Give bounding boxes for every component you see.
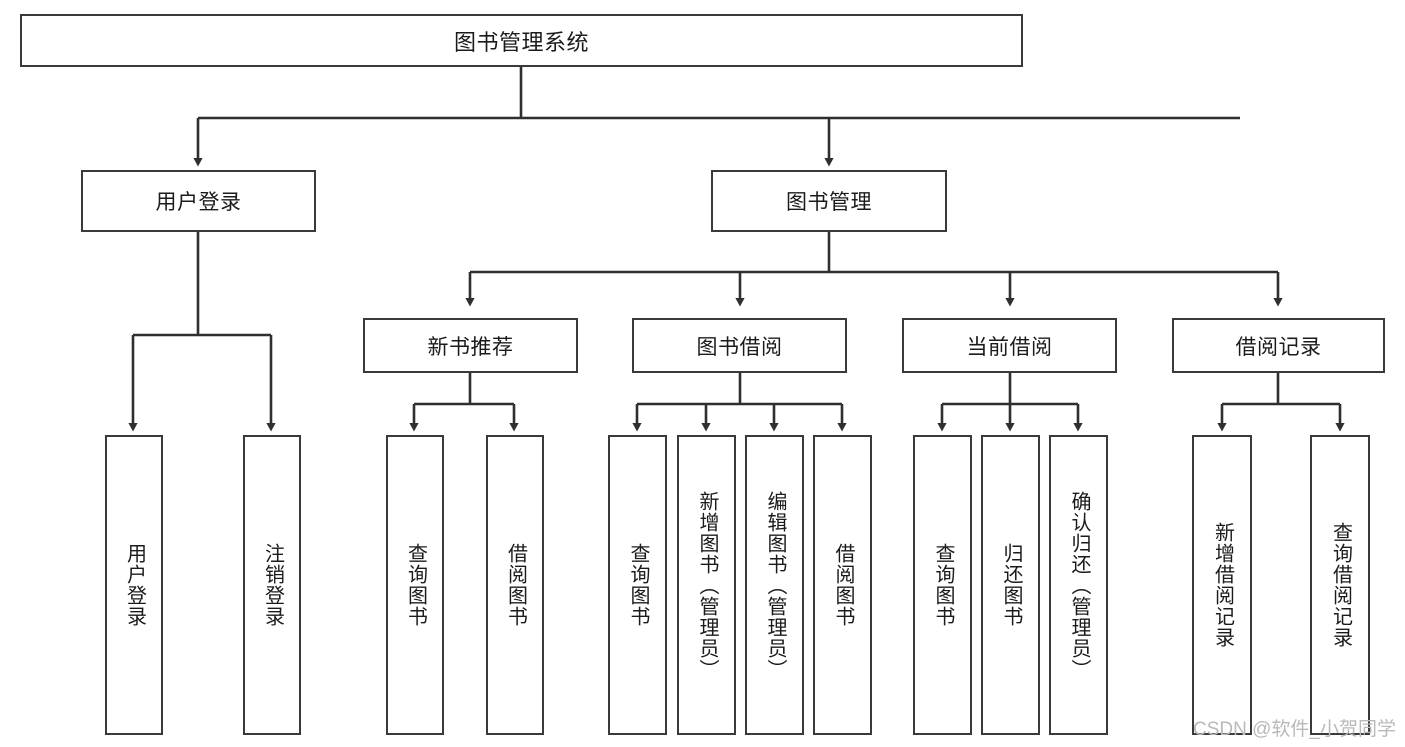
- node-label: 查询图书: [627, 543, 649, 627]
- leaf-add-borrow-record[interactable]: 新增借阅记录: [1192, 435, 1252, 735]
- leaf-query-book-borrow[interactable]: 查询图书: [608, 435, 667, 735]
- node-label: 借阅图书: [832, 543, 854, 627]
- leaf-query-book-current[interactable]: 查询图书: [913, 435, 972, 735]
- node-label: 确认归还（管理员）: [1068, 490, 1090, 680]
- node-label: 归还图书: [1000, 543, 1022, 627]
- leaf-borrow-book-recommend[interactable]: 借阅图书: [486, 435, 544, 735]
- leaf-query-borrow-record[interactable]: 查询借阅记录: [1310, 435, 1370, 735]
- leaf-query-book-recommend[interactable]: 查询图书: [386, 435, 444, 735]
- node-label: 图书管理系统: [453, 29, 589, 55]
- node-book-management[interactable]: 图书管理: [711, 170, 947, 232]
- node-label: 借阅记录: [1235, 335, 1322, 359]
- leaf-logout[interactable]: 注销登录: [243, 435, 301, 735]
- leaf-borrow-book[interactable]: 借阅图书: [813, 435, 872, 735]
- node-book-borrow[interactable]: 图书借阅: [632, 318, 847, 373]
- node-root-book-management-system[interactable]: 图书管理系统: [20, 14, 1023, 67]
- node-label: 编辑图书（管理员）: [764, 490, 786, 680]
- node-label: 用户登录: [123, 543, 146, 627]
- node-borrow-record[interactable]: 借阅记录: [1172, 318, 1385, 373]
- node-label: 当前借阅: [966, 335, 1053, 359]
- node-label: 查询借阅记录: [1329, 522, 1352, 648]
- leaf-add-book-admin[interactable]: 新增图书（管理员）: [677, 435, 736, 735]
- node-label: 图书借阅: [696, 335, 783, 359]
- node-label: 新书推荐: [427, 335, 514, 359]
- node-label: 注销登录: [261, 543, 284, 627]
- node-user-login[interactable]: 用户登录: [81, 170, 316, 232]
- node-label: 查询图书: [932, 543, 954, 627]
- node-label: 用户登录: [155, 191, 242, 214]
- leaf-confirm-return-admin[interactable]: 确认归还（管理员）: [1049, 435, 1108, 735]
- node-label: 借阅图书: [504, 543, 527, 627]
- node-label: 图书管理: [786, 191, 872, 214]
- node-new-book-recommend[interactable]: 新书推荐: [363, 318, 578, 373]
- node-label: 新增借阅记录: [1211, 522, 1234, 648]
- csdn-watermark: CSDN @软件_小贺同学: [1193, 719, 1396, 740]
- node-label: 查询图书: [404, 543, 427, 627]
- leaf-return-book[interactable]: 归还图书: [981, 435, 1040, 735]
- leaf-user-login[interactable]: 用户登录: [105, 435, 163, 735]
- leaf-edit-book-admin[interactable]: 编辑图书（管理员）: [745, 435, 804, 735]
- node-current-borrow[interactable]: 当前借阅: [902, 318, 1117, 373]
- node-label: 新增图书（管理员）: [696, 490, 718, 680]
